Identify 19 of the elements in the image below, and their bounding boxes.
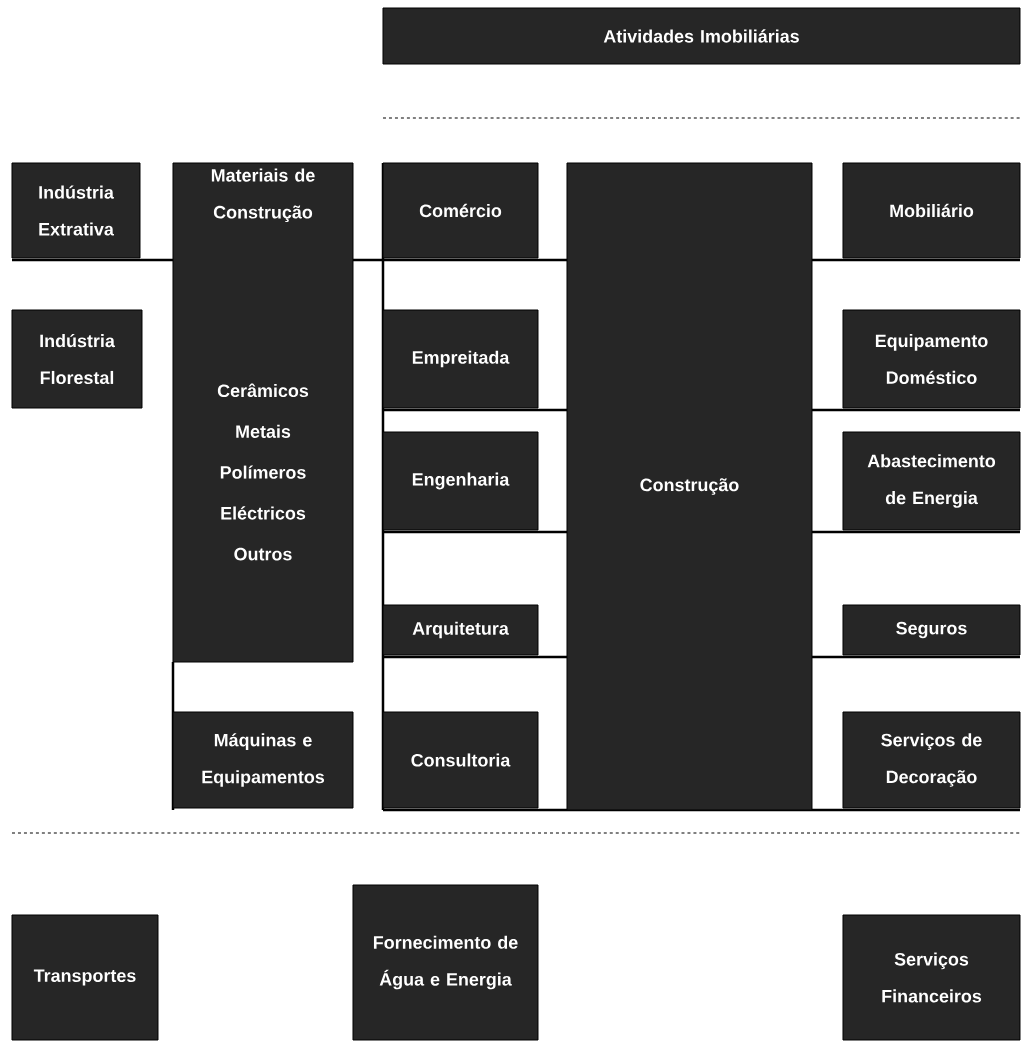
category-box: Arquitetura [382,604,539,656]
category-box: Mobiliário [842,162,1021,259]
category-box: Indústria Extrativa [11,162,141,259]
category-box: Fornecimento de Água e Energia [352,884,539,1041]
category-box: Construção [566,162,813,811]
category-box: Materiais de Construção Cerâmicos Metais Polímeros Eléctricos Outros [172,162,354,663]
category-box: Abastecimento de Energia [842,431,1021,531]
category-box: Seguros [842,604,1021,656]
category-box: Serviços Financeiros [842,914,1021,1041]
category-box: Máquinas e Equipamentos [172,711,354,809]
category-box: Atividades Imobiliárias [382,7,1021,65]
category-box: Indústria Florestal [11,309,143,409]
category-box: Serviços de Decoração [842,711,1021,809]
category-box: Consultoria [382,711,539,809]
category-box: Equipamento Doméstico [842,309,1021,409]
category-box: Engenharia [382,431,539,531]
category-box: Transportes [11,914,159,1041]
category-box: Comércio [382,162,539,259]
category-box: Empreitada [382,309,539,409]
